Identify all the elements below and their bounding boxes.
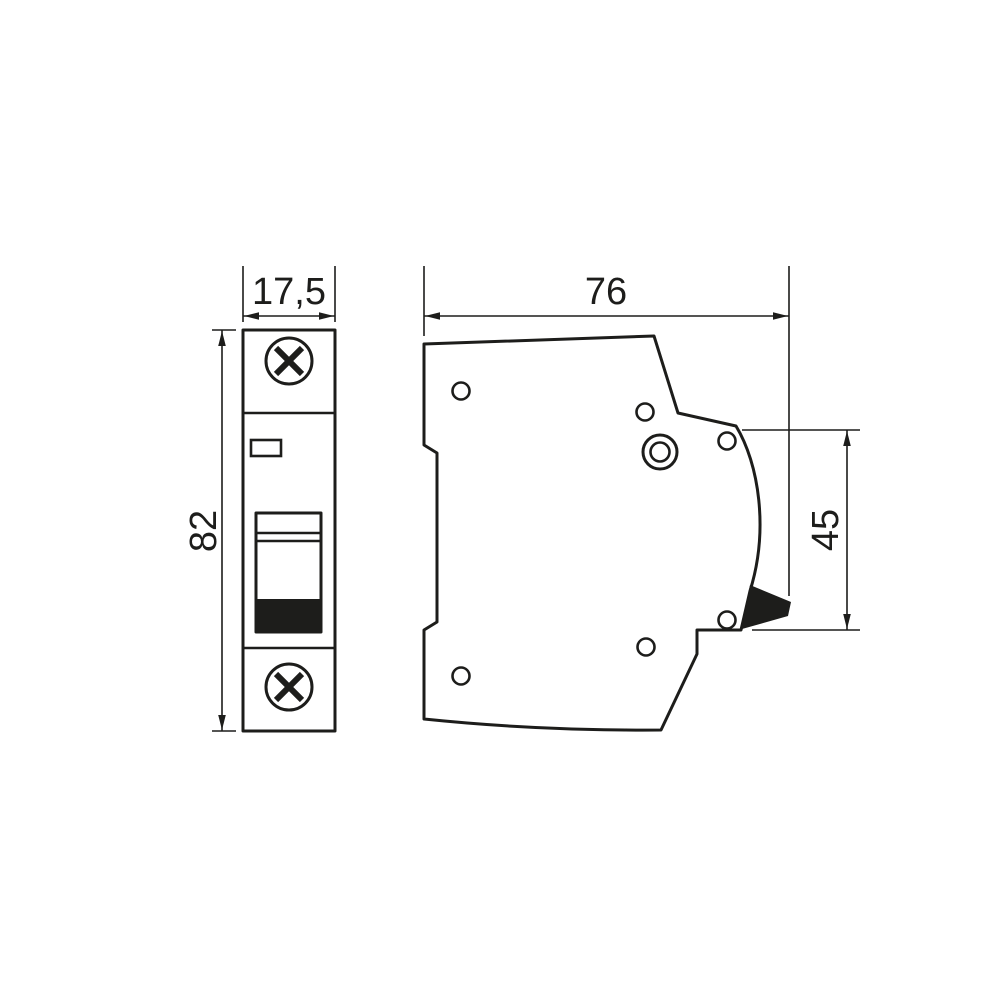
side-view	[422, 334, 791, 732]
arrowhead-up-icon	[218, 331, 226, 346]
side-toggle-lever	[742, 585, 791, 629]
arrowhead-left-icon	[425, 312, 440, 320]
front-height-dimension-label: 82	[183, 510, 225, 552]
top-screw-slot	[273, 345, 305, 377]
front-view-dimensions: 17,5 82	[183, 266, 336, 732]
pivot-inner-circle	[649, 441, 671, 463]
arrowhead-down-icon	[218, 715, 226, 730]
side-width-dimension-label: 76	[585, 271, 627, 313]
rivet-icon	[635, 402, 655, 422]
side-body-outline	[422, 334, 762, 732]
rivet-icon	[451, 381, 471, 401]
rivet-icon	[717, 610, 737, 630]
bottom-terminal-screw-icon	[264, 662, 314, 712]
arrowhead-up-icon	[843, 431, 851, 446]
rivet-icon	[636, 637, 656, 657]
indicator-window	[249, 438, 283, 458]
arrowhead-right-icon	[319, 312, 334, 320]
arrowhead-down-icon	[843, 614, 851, 629]
front-view	[241, 328, 337, 733]
side-view-dimensions: 76 45	[423, 266, 860, 631]
bottom-screw-slot	[273, 671, 305, 703]
side-depth-dimension-label: 45	[805, 509, 847, 551]
top-terminal-screw-icon	[264, 336, 314, 386]
pivot-outer-circle	[641, 433, 679, 471]
toggle-lever-front	[256, 599, 321, 632]
front-width-dimension-label: 17,5	[252, 271, 326, 313]
front-body-outline	[241, 328, 337, 733]
arrowhead-right-icon	[773, 312, 788, 320]
arrowhead-left-icon	[244, 312, 259, 320]
rivet-icon	[451, 666, 471, 686]
rivet-icon	[717, 431, 737, 451]
